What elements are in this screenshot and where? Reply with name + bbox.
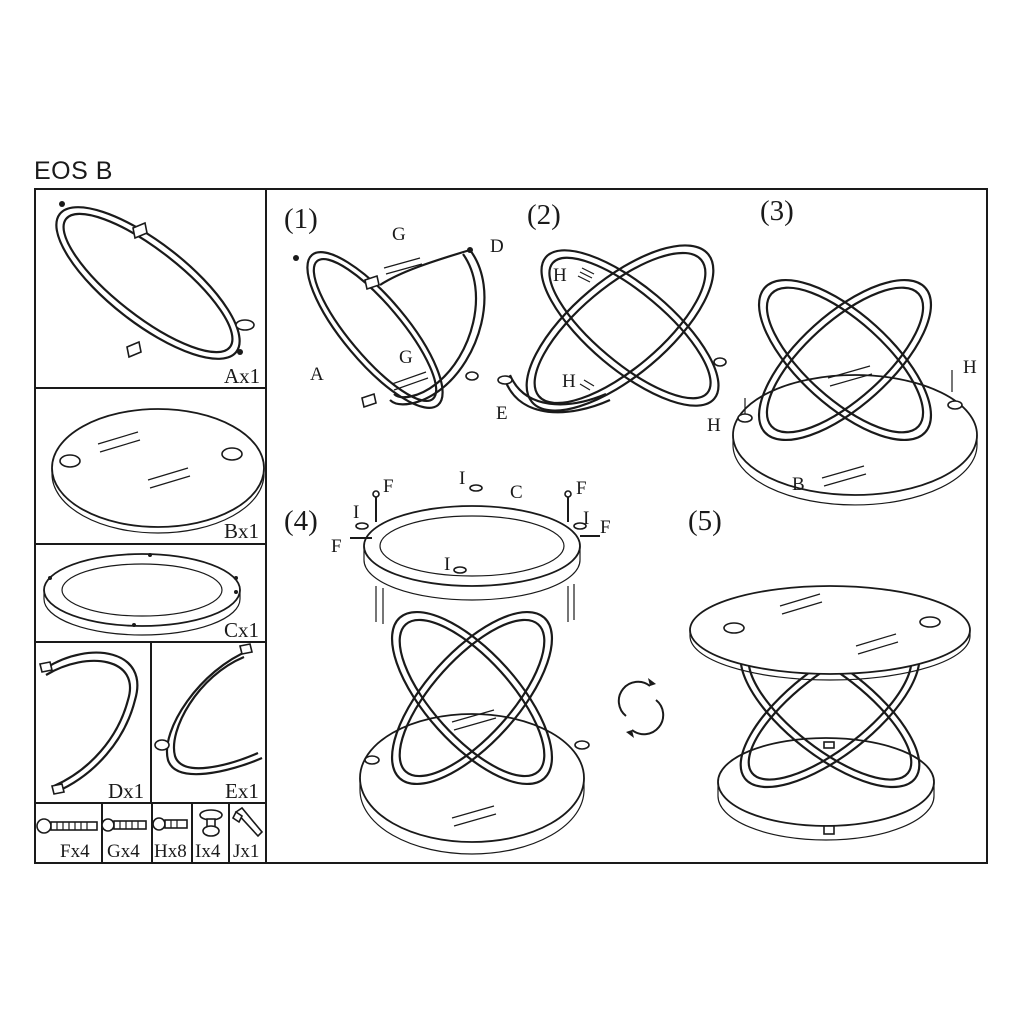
step-2-number: (2): [527, 199, 561, 231]
step-3-illustration: [732, 278, 978, 506]
part-d-leg: [39, 651, 139, 795]
step-5-illustration: [689, 585, 971, 841]
outer-frame: [34, 188, 988, 864]
hardware-j-label: Jx1: [233, 841, 259, 862]
step-3-number: (3): [760, 195, 794, 227]
step4-f-left-top-callout: F: [383, 476, 394, 497]
bolt-icon: [36, 818, 98, 834]
step1-d-callout: D: [490, 236, 504, 257]
step-4-illustration: [350, 484, 600, 855]
part-b-label: Bx1: [224, 519, 259, 543]
step2-h-bottom-callout: H: [562, 371, 576, 392]
part-e-leg: [154, 643, 263, 776]
step4-f-left-callout: F: [331, 536, 342, 557]
step3-h-right-callout: H: [963, 357, 977, 378]
step-1-number: (1): [284, 203, 318, 235]
hardware-f-label: Fx4: [60, 841, 90, 862]
hardware-h-label: Hx8: [154, 841, 187, 862]
step4-i-right-callout: I: [583, 508, 589, 529]
step-2-illustration: [497, 244, 727, 414]
part-b-glass: [51, 408, 265, 534]
step4-f-right-top-callout: F: [576, 478, 587, 499]
hardware-g-label: Gx4: [107, 841, 140, 862]
step1-g-mid-callout: G: [399, 347, 413, 368]
step4-c-callout: C: [510, 482, 523, 503]
step4-f-right-callout: F: [600, 517, 611, 538]
rotate-arrows-icon: [617, 678, 665, 738]
step3-b-callout: B: [792, 474, 805, 495]
step4-i-front-callout: I: [444, 554, 450, 575]
step-4-number: (4): [284, 505, 318, 537]
step-1-illustration: [293, 247, 486, 409]
step3-h-left-callout: H: [707, 415, 721, 436]
part-a-ring: [55, 201, 255, 360]
part-c-label: Cx1: [224, 618, 259, 642]
step-5-number: (5): [688, 505, 722, 537]
part-e-label: Ex1: [225, 779, 259, 803]
bolt-icon: [152, 817, 188, 831]
leveling-foot-icon: [199, 809, 223, 837]
step1-g-top-callout: G: [392, 224, 406, 245]
part-c-ring: [43, 553, 241, 636]
bolt-icon: [101, 818, 147, 832]
step1-a-callout: A: [310, 364, 324, 385]
step2-e-callout: E: [496, 403, 508, 424]
step4-i-left-callout: I: [353, 502, 359, 523]
step4-i-top-callout: I: [459, 468, 465, 489]
part-a-label: Ax1: [224, 364, 260, 388]
hardware-i-label: Ix4: [195, 841, 221, 862]
step2-h-top-callout: H: [553, 265, 567, 286]
part-d-label: Dx1: [108, 779, 144, 803]
allen-key-icon: [231, 806, 264, 838]
page-title: EOS B: [34, 157, 113, 185]
